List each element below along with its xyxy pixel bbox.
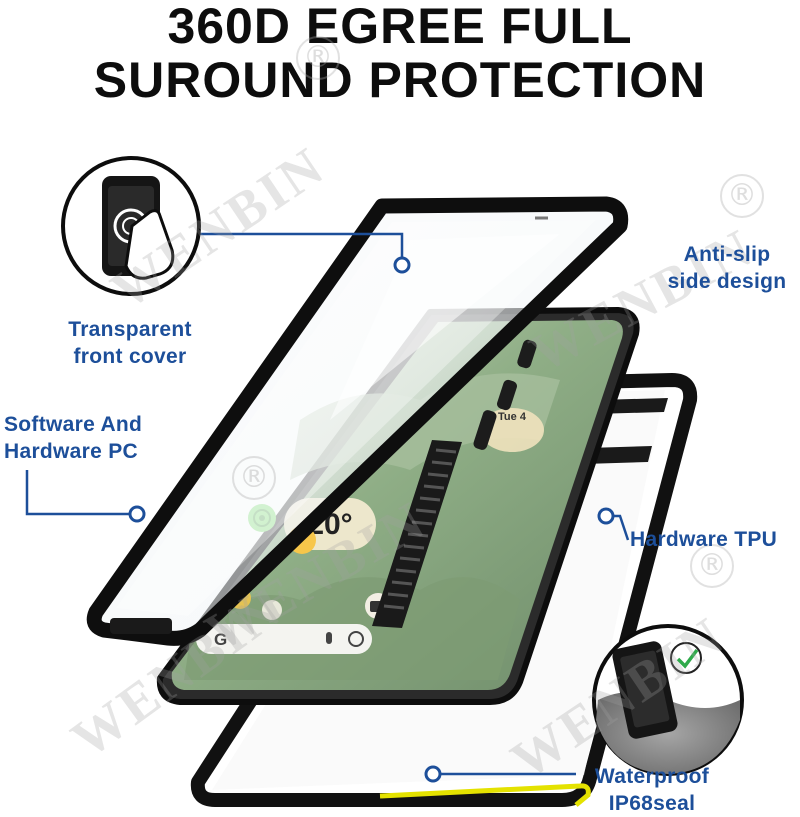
checkmark-icon — [670, 642, 702, 674]
callout-waterproof-line-1: Waterproof — [594, 765, 710, 788]
callout-transparent-front-cover: Transparent front cover — [40, 316, 220, 370]
callout-transparent-line-2: front cover — [73, 345, 187, 368]
watermark-registered-4: ® — [690, 544, 734, 588]
headline-line-1: 360D EGREE FULL — [167, 0, 633, 54]
watermark-registered-2: ® — [720, 174, 764, 218]
callout-pc-line-1: Software And — [4, 413, 143, 436]
search-g-logo: G — [214, 630, 227, 649]
touch-screen-icon — [61, 156, 201, 296]
callout-pc-line-2: Hardware PC — [4, 440, 139, 463]
callout-software-hardware-pc: Software And Hardware PC — [4, 411, 174, 465]
watermark-registered-3: ® — [232, 456, 276, 500]
anti-slip-grip — [372, 440, 462, 628]
connector-dots — [128, 256, 615, 783]
headline-line-2: SUROUND PROTECTION — [93, 52, 707, 108]
callout-anti-slip-line-2: side design — [667, 270, 787, 293]
date-readout: Tue 4 — [498, 411, 527, 423]
front-cover — [86, 196, 629, 646]
callout-hardware-tpu: Hardware TPU — [630, 528, 778, 551]
callout-waterproof-line-2: IP68seal — [608, 792, 696, 815]
callout-transparent-line-1: Transparent — [68, 318, 192, 341]
waterproof-phone-icon — [592, 624, 744, 776]
watermark-registered-1: ® — [296, 36, 340, 80]
phone-body: 20° Tue 4 G — [156, 307, 640, 705]
callout-anti-slip: Anti-slip side design — [652, 241, 800, 295]
callout-waterproof: Waterproof IP68seal — [578, 763, 726, 817]
callout-anti-slip-line-1: Anti-slip — [683, 243, 771, 266]
